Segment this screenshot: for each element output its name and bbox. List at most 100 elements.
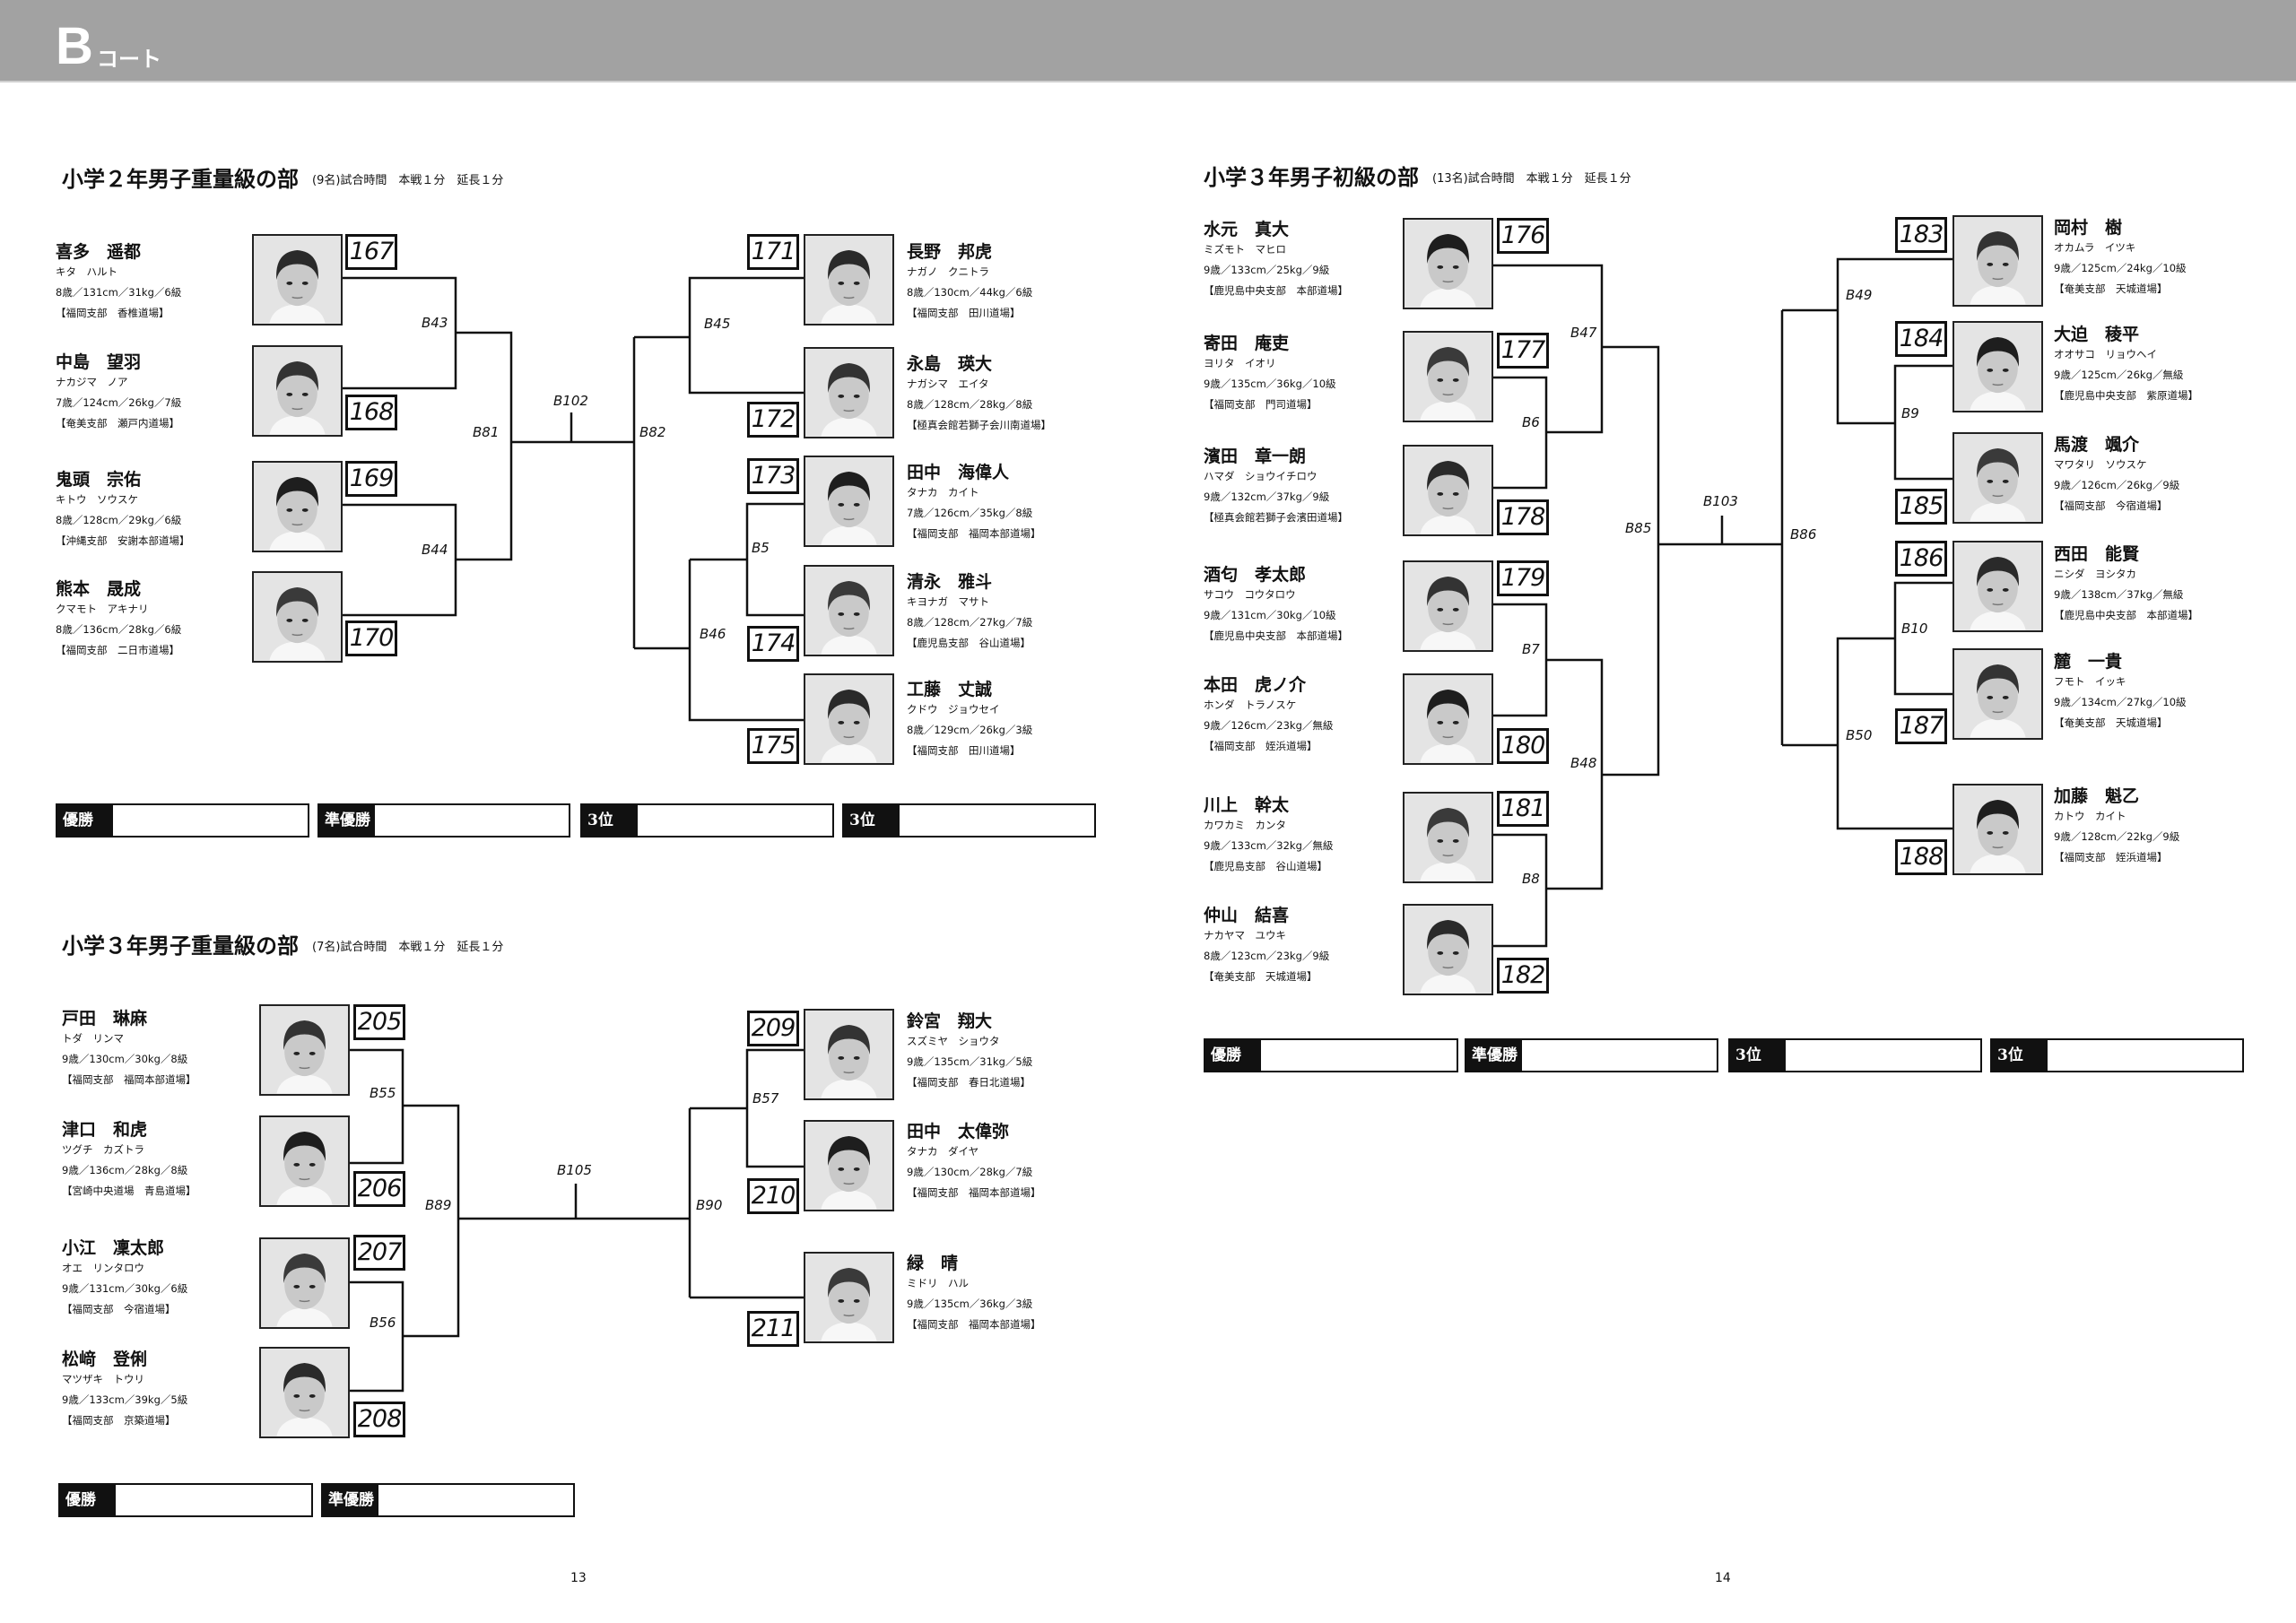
result-label: 3位 [1730,1040,1786,1071]
result-field[interactable] [638,805,832,836]
competitor-number: 187 [1895,708,1947,744]
competitor-kana: ナカジマ ノア [56,376,128,388]
competitor-name: 鬼頭 宗佑 [56,470,142,490]
competitor-name: 濱田 章一朗 [1204,447,1307,466]
competitor-kana: ハマダ ショウイチロウ [1204,470,1318,482]
competitor-name: 中島 望羽 [56,352,142,372]
competitor-stats: 8歳／128cm／27kg／7級 [907,616,1033,629]
bracket-subtitle: (13名)試合時間 本戦１分 延長１分 [1432,172,1631,186]
competitor-stats: 9歳／125cm／24kg／10級 [2054,262,2187,274]
competitor-dojo: 【鹿児島支部 谷山道場】 [907,637,1031,649]
result-field[interactable] [116,1485,311,1515]
competitor-number: 172 [747,402,799,438]
competitor-photo [1952,215,2043,307]
page-number-left: 13 [570,1571,587,1585]
result-label: 準優勝 [1466,1040,1522,1071]
competitor-number: 176 [1497,218,1549,254]
competitor-number: 177 [1497,333,1549,369]
competitor-photo [1952,784,2043,875]
competitor-dojo: 【沖縄支部 安謝本部道場】 [56,534,190,547]
result-field[interactable] [1786,1040,1980,1071]
competitor-name: 長野 邦虎 [907,242,993,262]
competitor-dojo: 【福岡支部 春日北道場】 [907,1076,1031,1089]
result-label: 準優勝 [323,1485,378,1515]
result-box[interactable]: 優勝 [1204,1038,1458,1072]
competitor-number: 167 [345,234,397,270]
match-label: B86 [1790,526,1817,542]
result-box[interactable]: 準優勝 [321,1483,575,1517]
competitor-kana: タナカ ダイヤ [907,1145,979,1158]
competitor-stats: 9歳／132cm／37kg／9級 [1204,490,1330,503]
competitor-dojo: 【福岡支部 田川道場】 [907,744,1021,757]
competitor-dojo: 【鹿児島中央支部 本部道場】 [1204,629,1348,642]
result-field[interactable] [375,805,569,836]
competitor-photo [252,345,343,437]
competitor-stats: 9歳／133cm／32kg／無級 [1204,839,1334,852]
competitor-name: 津口 和虎 [62,1120,148,1140]
competitor-kana: クマモト アキナリ [56,603,149,615]
competitor-stats: 8歳／131cm／31kg／6級 [56,286,182,299]
result-field[interactable] [378,1485,573,1515]
competitor-dojo: 【福岡支部 二日市道場】 [56,644,179,656]
bracket-title: 小学３年男子初級の部 [1204,164,1419,190]
result-box[interactable]: 3位 [580,803,834,838]
result-box[interactable]: 準優勝 [1465,1038,1718,1072]
result-field[interactable] [1522,1040,1717,1071]
bracket-line [403,1104,460,1338]
match-label: B6 [1522,414,1540,430]
result-field[interactable] [1261,1040,1457,1071]
competitor-dojo: 【奄美支部 瀬戸内道場】 [56,417,179,430]
competitor-dojo: 【福岡支部 姪浜道場】 [1204,740,1318,752]
competitor-photo [259,1004,350,1096]
competitor-number: 188 [1895,839,1947,875]
match-label: B8 [1522,871,1540,887]
competitor-kana: カワカミ カンタ [1204,819,1286,831]
result-box[interactable]: 3位 [1728,1038,1982,1072]
competitor-name: 加藤 魁乙 [2054,786,2140,806]
bracket-title: 小学２年男子重量級の部 [62,166,299,192]
competitor-kana: キトウ ソウスケ [56,493,138,506]
match-label: B56 [370,1315,396,1331]
competitor-stats: 9歳／130cm／28kg／7級 [907,1166,1033,1178]
competitor-kana: ミドリ ハル [907,1277,969,1289]
bracket-line [1602,345,1660,777]
bracket-line [688,276,804,395]
competitor-stats: 9歳／133cm／39kg／5級 [62,1393,188,1406]
competitor-number: 175 [747,728,799,764]
competitor-stats: 9歳／126cm／26kg／9級 [2054,479,2180,491]
result-box[interactable]: 3位 [842,803,1096,838]
competitor-dojo: 【福岡支部 姪浜道場】 [2054,851,2168,864]
result-field[interactable] [900,805,1094,836]
match-label: B50 [1846,727,1873,743]
match-label: B90 [696,1197,723,1213]
competitor-photo [804,1252,894,1343]
competitor-stats: 7歳／124cm／26kg／7級 [56,396,182,409]
result-box[interactable]: 3位 [1990,1038,2244,1072]
bracket-line [347,1280,404,1393]
competitor-stats: 9歳／126cm／23kg／無級 [1204,719,1334,732]
result-box[interactable]: 準優勝 [317,803,570,838]
competitor-dojo: 【福岡支部 福岡本部道場】 [907,1186,1041,1199]
match-label: B48 [1570,755,1597,771]
result-box[interactable]: 優勝 [56,803,309,838]
bracket-line [745,1048,804,1168]
result-box[interactable]: 優勝 [58,1483,313,1517]
competitor-kana: オカムラ イツキ [2054,241,2136,254]
competitor-name: 酒匂 孝太郎 [1204,565,1307,585]
competitor-number: 168 [345,395,397,430]
competitor-dojo: 【福岡支部 田川道場】 [907,307,1021,319]
competitor-kana: ツグチ カズトラ [62,1143,144,1156]
competitor-photo [804,565,894,656]
competitor-name: 川上 幹太 [1204,795,1290,815]
result-field[interactable] [113,805,308,836]
result-field[interactable] [2048,1040,2242,1071]
competitor-photo [1403,673,1493,765]
